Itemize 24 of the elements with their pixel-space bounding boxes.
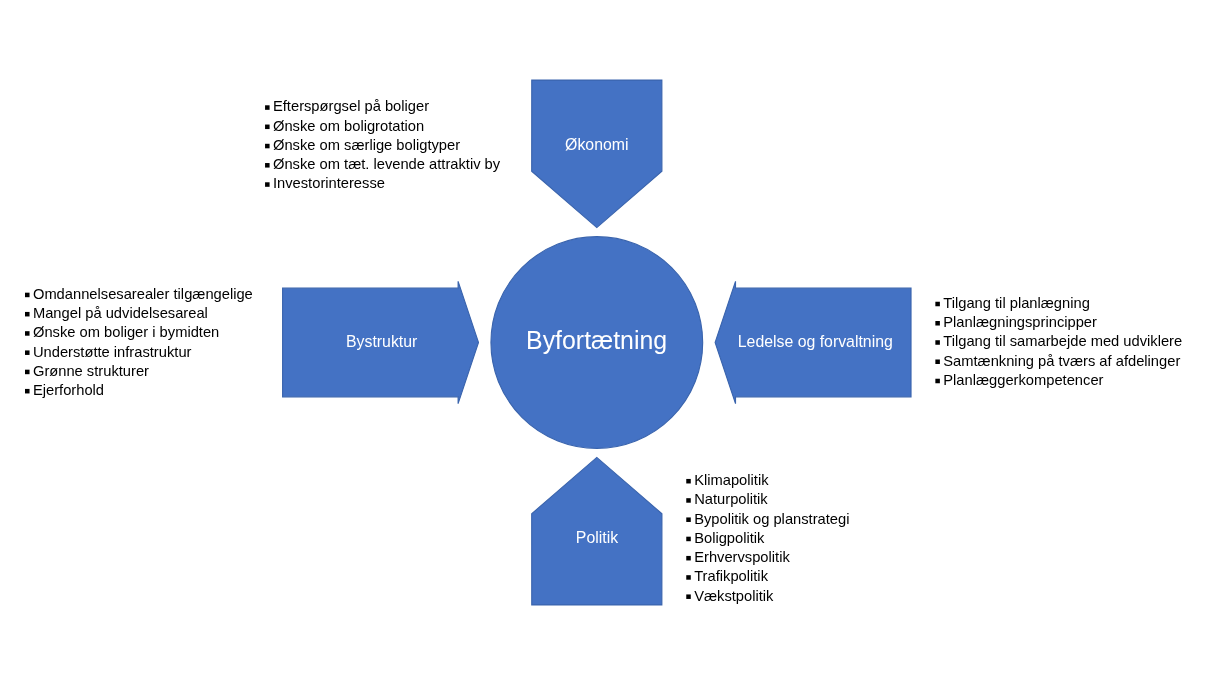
node-label: Ønske om tæt. levende attraktiv by xyxy=(272,155,501,172)
node-label: Erhvervspolitik xyxy=(694,548,790,565)
node-label: Planlægningsprincipper xyxy=(943,313,1097,330)
node-label: Klimapolitik xyxy=(694,471,769,488)
node-label: Boligpolitik xyxy=(694,529,765,546)
node-circle: Byfortætning xyxy=(490,235,704,449)
node-label: Efterspørgsel på boliger xyxy=(272,97,430,114)
node-label: Tilgang til samarbejde med udviklere xyxy=(943,332,1183,349)
node-label: Ejerforhold xyxy=(32,381,105,398)
node-label: Ønske om boliger i bymidten xyxy=(32,323,220,340)
node-label: Ønske om boligrotation xyxy=(272,117,425,134)
node-label: Understøtte infrastruktur xyxy=(32,343,192,360)
node-label: Investorinteresse xyxy=(272,174,385,191)
node-label: Samtænkning på tværs af afdelinger xyxy=(943,352,1181,369)
node-label: Trafikpolitik xyxy=(694,567,768,584)
node-label: Bypolitik og planstrategi xyxy=(694,510,850,527)
node-label: Planlæggerkompetencer xyxy=(943,371,1104,388)
node-label: Grønne strukturer xyxy=(32,362,149,379)
node-label: Tilgang til planlægning xyxy=(943,294,1090,311)
node-label: Ønske om særlige boligtyper xyxy=(272,136,461,153)
node-label: Mangel på udvidelsesareal xyxy=(32,304,208,321)
node-label: Vækstpolitik xyxy=(694,587,774,604)
node-label: Omdannelsesarealer tilgængelige xyxy=(32,285,253,302)
node-label: Naturpolitik xyxy=(694,490,768,507)
